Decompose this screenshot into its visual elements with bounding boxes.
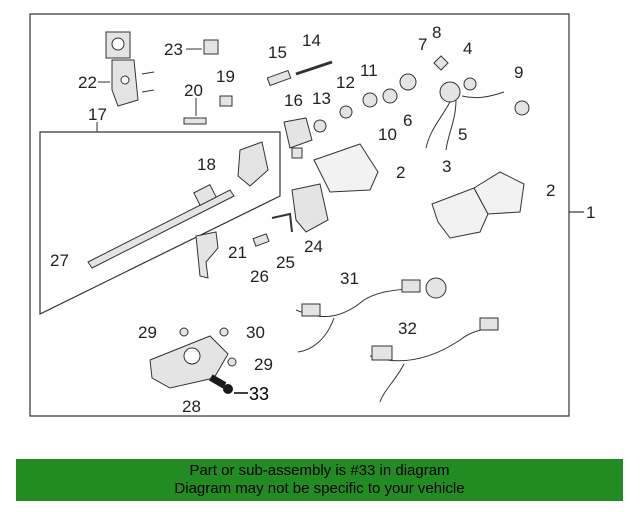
callout-32: 32 <box>398 319 417 338</box>
callout-24: 24 <box>304 237 323 256</box>
callout-1: 1 <box>586 203 595 222</box>
callout-2a: 2 <box>396 163 405 182</box>
part-23 <box>203 39 219 55</box>
part-13 <box>313 119 327 133</box>
part-4 <box>463 77 477 91</box>
part-15 <box>266 69 292 87</box>
part-5 <box>425 81 505 151</box>
part-14 <box>295 60 333 76</box>
part-2-lower-cover <box>313 143 379 193</box>
part-26 <box>252 233 270 247</box>
callout-18: 18 <box>197 155 216 174</box>
callout-23: 23 <box>164 40 183 59</box>
part-20 <box>183 117 207 125</box>
callout-13: 13 <box>312 89 331 108</box>
callout-33: 33 <box>249 384 269 404</box>
part-29b <box>227 357 237 367</box>
part-19 <box>219 95 233 107</box>
part-21 <box>195 231 219 279</box>
callout-9: 9 <box>514 63 523 82</box>
part-29a <box>179 327 189 337</box>
part-12 <box>339 105 353 119</box>
callout-22: 22 <box>78 73 97 92</box>
banner-line-2: Diagram may not be specific to your vehi… <box>174 480 465 497</box>
part-2-upper-cover <box>473 171 525 215</box>
part-24 <box>291 183 329 233</box>
callout-31: 31 <box>340 269 359 288</box>
callout-28: 28 <box>182 397 201 416</box>
part-11 <box>362 92 378 108</box>
part-33-highlighted[interactable] <box>209 374 248 394</box>
callout-10: 10 <box>378 125 397 144</box>
callout-6: 6 <box>403 111 412 130</box>
callout-4: 4 <box>463 39 472 58</box>
part-30 <box>219 327 229 337</box>
callout-30: 30 <box>246 323 265 342</box>
callout-15: 15 <box>268 43 287 62</box>
callout-26: 26 <box>250 267 269 286</box>
part-28 <box>149 335 229 389</box>
parts-diagram: 1 17 22 23 20 19 15 14 16 13 12 11 10 <box>29 13 595 417</box>
callout-21: 21 <box>228 243 247 262</box>
callout-8: 8 <box>432 23 441 42</box>
callout-29a: 29 <box>138 323 157 342</box>
callout-11: 11 <box>360 61 378 80</box>
callout-7: 7 <box>418 35 427 54</box>
callout-12: 12 <box>336 73 355 92</box>
part-31 <box>295 279 421 353</box>
part-10 <box>382 88 398 104</box>
part-6 <box>399 73 417 91</box>
callout-29b: 29 <box>254 355 273 374</box>
part-16 <box>283 117 313 159</box>
callout-2b: 2 <box>546 181 555 200</box>
part-8 <box>433 55 449 71</box>
callout-14: 14 <box>302 31 321 50</box>
part-27 <box>87 184 235 269</box>
callout-20: 20 <box>184 81 203 100</box>
part-25 <box>271 212 293 233</box>
callout-3: 3 <box>442 157 451 176</box>
callout-25: 25 <box>276 253 295 272</box>
info-banner: Part or sub-assembly is #33 in diagram D… <box>16 459 623 501</box>
callout-27: 27 <box>50 251 69 270</box>
group-box-17 <box>39 131 281 315</box>
callout-17: 17 <box>88 105 107 124</box>
callout-5: 5 <box>458 125 467 144</box>
part-22 <box>105 31 155 107</box>
part-9 <box>514 100 530 116</box>
part-32 <box>369 277 499 403</box>
banner-line-1: Part or sub-assembly is #33 in diagram <box>189 462 450 479</box>
callout-19: 19 <box>216 67 235 86</box>
part-18 <box>237 141 269 187</box>
callout-16: 16 <box>284 91 303 110</box>
